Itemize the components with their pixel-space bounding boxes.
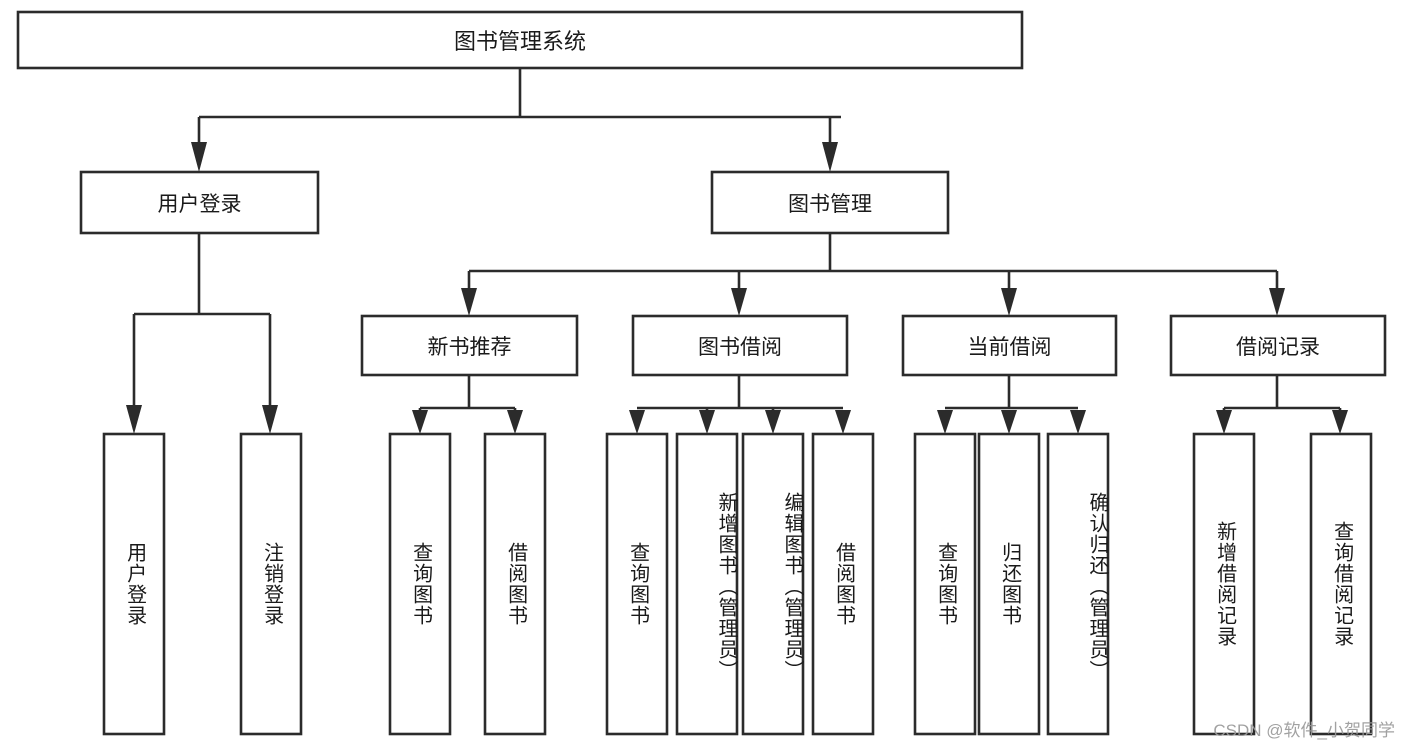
node-box-book-manage[interactable]: [710, 170, 950, 235]
arrow-bm-to-new-book-recommend: [461, 288, 477, 316]
arrow-bm-to-borrow-record: [1269, 288, 1285, 316]
arrow-cb-l3: [1070, 410, 1086, 434]
node-box-current-borrow[interactable]: [901, 314, 1118, 377]
node-box-leaf-query-book-2[interactable]: [605, 432, 669, 736]
connector-group-new-book-recommend: [412, 375, 523, 434]
arrow-bb-l3: [765, 410, 781, 434]
connector-group-book-borrow: [629, 375, 851, 434]
node-box-leaf-borrow-book-2[interactable]: [811, 432, 875, 736]
arrow-br-l2: [1332, 410, 1348, 434]
arrow-bm-to-current-borrow: [1001, 288, 1017, 316]
arrow-user-login-l1: [126, 405, 142, 434]
arrow-user-login-l2: [262, 405, 278, 434]
arrow-bm-to-book-borrow: [731, 288, 747, 316]
arrow-nbr-l2: [507, 410, 523, 434]
node-box-user-login[interactable]: [79, 170, 320, 235]
connector-group-root: [191, 68, 841, 172]
arrow-root-to-book-manage: [822, 142, 838, 172]
node-box-leaf-add-record[interactable]: [1192, 432, 1256, 736]
node-box-leaf-add-book[interactable]: [675, 432, 739, 736]
node-box-leaf-logout[interactable]: [239, 432, 303, 736]
node-box-leaf-confirm-return[interactable]: [1046, 432, 1110, 736]
connector-group-borrow-record: [1216, 375, 1348, 434]
arrow-cb-l1: [937, 410, 953, 434]
node-box-leaf-query-book-1[interactable]: [388, 432, 452, 736]
node-box-leaf-query-book-3[interactable]: [913, 432, 977, 736]
arrow-nbr-l1: [412, 410, 428, 434]
arrow-root-to-user-login: [191, 142, 207, 172]
node-box-root[interactable]: [16, 10, 1024, 70]
node-box-leaf-edit-book[interactable]: [741, 432, 805, 736]
arrow-cb-l2: [1001, 410, 1017, 434]
node-box-new-book-recommend[interactable]: [360, 314, 579, 377]
node-box-leaf-user-login[interactable]: [102, 432, 166, 736]
node-box-leaf-query-record[interactable]: [1309, 432, 1373, 736]
connector-group-user-login: [126, 233, 278, 434]
arrow-bb-l4: [835, 410, 851, 434]
arrow-br-l1: [1216, 410, 1232, 434]
node-box-borrow-record[interactable]: [1169, 314, 1387, 377]
arrow-bb-l2: [699, 410, 715, 434]
node-box-leaf-return-book[interactable]: [977, 432, 1041, 736]
connector-group-current-borrow: [937, 375, 1086, 434]
node-box-leaf-borrow-book-1[interactable]: [483, 432, 547, 736]
arrow-bb-l1: [629, 410, 645, 434]
connector-group-book-manage: [461, 233, 1285, 316]
node-box-book-borrow[interactable]: [631, 314, 849, 377]
